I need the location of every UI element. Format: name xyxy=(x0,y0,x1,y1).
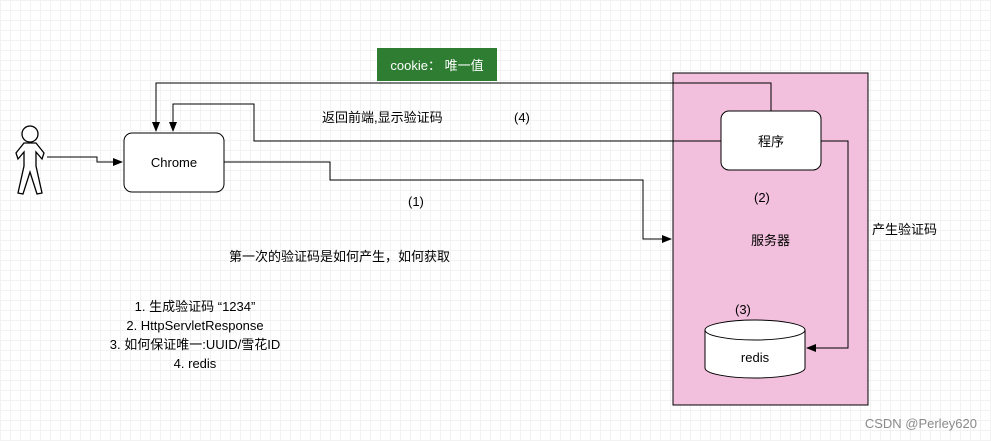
chrome-node-label: Chrome xyxy=(150,155,198,170)
notes-list: 1. 生成验证码 “1234” 2. HttpServletResponse 3… xyxy=(90,297,300,373)
generate-code-label: 产生验证码 xyxy=(872,222,938,237)
note-item: 2. HttpServletResponse xyxy=(126,318,264,333)
server-node-label: 服务器 xyxy=(751,233,791,248)
step-4-label: (4) xyxy=(514,110,530,125)
user-icon xyxy=(15,125,45,195)
edge-cookie-to-chrome xyxy=(152,82,772,132)
question-text: 第一次的验证码是如何产生，如何获取 xyxy=(229,249,451,264)
watermark: CSDN @Perley620 xyxy=(864,416,977,431)
note-item: 4. redis xyxy=(173,356,217,371)
cookie-label: cookie： 唯一值 xyxy=(377,48,497,81)
note-item: 3. 如何保证唯一:UUID/雪花ID xyxy=(109,337,281,352)
step-2-label: (2) xyxy=(754,190,770,205)
step-1-label: (1) xyxy=(408,194,424,209)
program-node-label: 程序 xyxy=(757,134,784,149)
edge-return-frontend xyxy=(169,103,721,142)
step-3-label: (3) xyxy=(735,302,751,317)
return-frontend-label: 返回前端,显示验证码 xyxy=(322,110,443,125)
note-item: 1. 生成验证码 “1234” xyxy=(134,299,256,314)
edge-program-redis xyxy=(806,140,849,352)
edge-chrome-server xyxy=(224,161,672,243)
edge-user-chrome xyxy=(47,156,123,166)
redis-node-label: redis xyxy=(740,349,770,365)
redis-cylinder xyxy=(704,319,806,379)
